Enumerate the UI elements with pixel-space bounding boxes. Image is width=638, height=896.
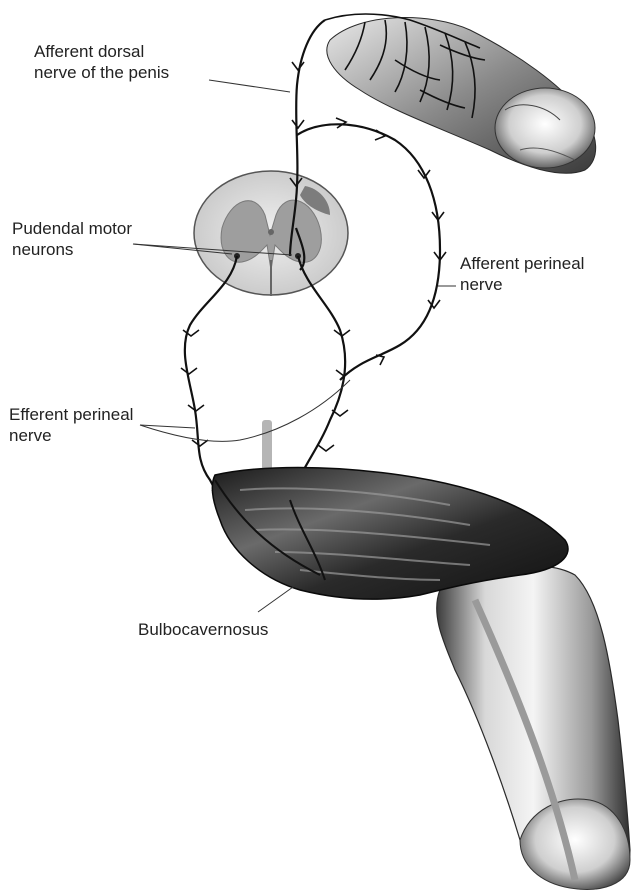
label-pudendal-motor-line1: Pudendal motor <box>12 218 132 239</box>
label-pudendal-motor: Pudendal motor neurons <box>12 218 132 260</box>
label-pudendal-motor-line2: neurons <box>12 239 132 260</box>
label-efferent-perineal-line2: nerve <box>9 425 133 446</box>
spinal-cord-cross-section <box>194 171 348 296</box>
leader-efferent-perineal-2 <box>140 380 350 441</box>
label-afferent-perineal-line1: Afferent perineal <box>460 253 584 274</box>
label-afferent-perineal-line2: nerve <box>460 274 584 295</box>
urethra-stub <box>262 420 272 470</box>
label-efferent-perineal-line1: Efferent perineal <box>9 404 133 425</box>
leader-bulbocavernosus <box>258 582 300 612</box>
label-afferent-dorsal-line2: nerve of the penis <box>34 62 169 83</box>
label-bulbocavernosus: Bulbocavernosus <box>138 619 268 640</box>
erect-penis <box>437 566 630 890</box>
glans-top <box>495 88 595 168</box>
leader-afferent-dorsal <box>209 80 290 92</box>
label-afferent-dorsal-line1: Afferent dorsal <box>34 41 169 62</box>
label-efferent-perineal: Efferent perineal nerve <box>9 404 133 446</box>
label-afferent-dorsal: Afferent dorsal nerve of the penis <box>34 41 169 83</box>
label-afferent-perineal: Afferent perineal nerve <box>460 253 584 295</box>
flaccid-penis <box>325 14 596 173</box>
